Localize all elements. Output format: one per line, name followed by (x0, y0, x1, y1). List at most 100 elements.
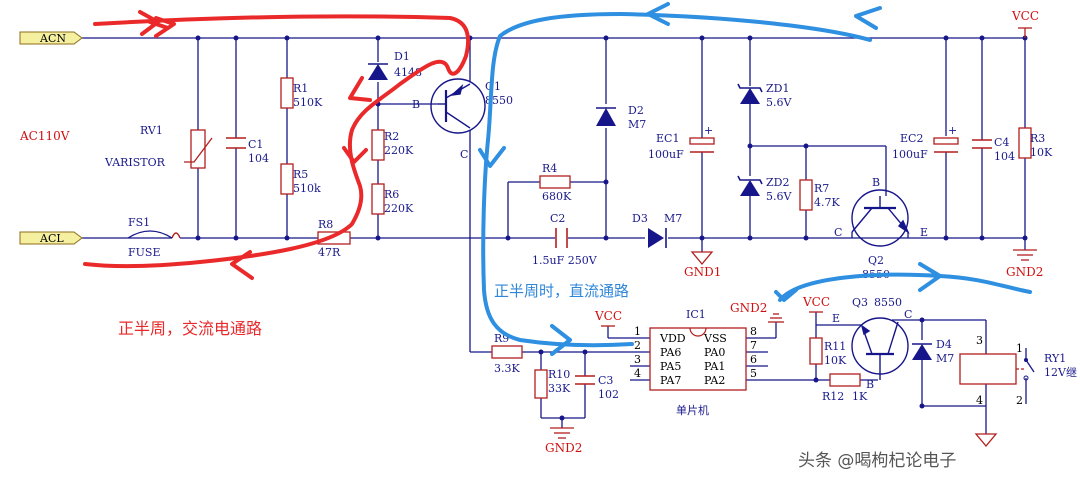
c2-capacitor (555, 228, 568, 248)
r9-value: 3.3K (494, 362, 520, 375)
fs1-value: FUSE (128, 246, 160, 259)
gnd1-label: GND1 (684, 265, 721, 279)
ic1-pin-vdd: VDD (659, 332, 686, 345)
r5-value: 510k (293, 182, 321, 195)
c3-capacitor (575, 375, 595, 385)
vcc-symbol-top: VCC (1011, 9, 1039, 38)
ic1-pin-num-6: 6 (750, 353, 757, 366)
c1-value: 104 (248, 152, 269, 165)
ic1-pin-num-2: 2 (634, 339, 641, 352)
d4-diode (912, 343, 932, 360)
q3-pin-b: B (866, 378, 874, 391)
ic1-pin-pa6: PA6 (660, 346, 681, 359)
zd2-ref: ZD2 (766, 176, 789, 189)
d1-diode (368, 63, 388, 80)
r7-resistor (799, 179, 813, 211)
c1-capacitor (226, 137, 246, 149)
r8-value: 47R (318, 246, 341, 259)
r1-resistor (280, 77, 294, 109)
ic1-ref: IC1 (686, 308, 706, 321)
r7-value: 4.7K (814, 196, 840, 209)
r7-ref: R7 (814, 182, 829, 195)
ic1-pin-pa5: PA5 (660, 360, 681, 373)
d4-ref: D4 (936, 338, 952, 351)
ic1-pin-pa7: PA7 (660, 374, 681, 387)
zd1-value: 5.6V (766, 96, 792, 109)
d2-diode (596, 107, 616, 126)
ic1-left-pins: VDD PA6 PA5 PA7 1 2 3 4 (634, 325, 686, 387)
c3-ref: C3 (598, 374, 613, 387)
vcc-label-ic: VCC (594, 309, 622, 323)
c2-ref: C2 (550, 212, 565, 225)
ac-current-path (83, 10, 470, 280)
ic1-pin-pa1: PA1 (704, 360, 725, 373)
zd2-value: 5.6V (766, 190, 792, 203)
junctions (195, 35, 1028, 421)
r3-value: 10K (1030, 146, 1053, 159)
ec2-capacitor: + (933, 124, 959, 153)
ac-path-annotation: 正半周，交流电通路 (118, 319, 262, 338)
wires (82, 37, 1026, 434)
r8-ref: R8 (318, 218, 333, 231)
r6-value: 220K (384, 202, 414, 215)
rv1-varistor: RV1 VARISTOR (104, 124, 213, 169)
r10-ref: R10 (548, 368, 570, 381)
q3-ref: Q3 (852, 296, 868, 309)
r12-ref: R12 (822, 390, 844, 403)
q2-transistor (851, 189, 910, 247)
net-port-acl: ACL (19, 231, 83, 245)
watermark: 头条 @喝枸杞论电子 (798, 451, 956, 471)
ic1-pin-num-1: 1 (634, 325, 641, 338)
q3-transistor (851, 317, 909, 380)
r12-resistor (829, 373, 861, 387)
d1-ref: D1 (394, 50, 410, 63)
vcc-label-top: VCC (1011, 9, 1039, 23)
rv1-value: VARISTOR (104, 156, 166, 169)
fs1-ref: FS1 (128, 216, 150, 229)
vcc-symbol-ic: VCC (594, 309, 622, 327)
dc-current-path (478, 2, 1032, 356)
r8-resistor (317, 231, 351, 245)
ic1-pin-num-7: 7 (750, 339, 757, 352)
r11-resistor (809, 337, 823, 365)
ic1-pin-pa2: PA2 (704, 374, 725, 387)
r10-resistor (534, 369, 548, 399)
r1-value: 510K (293, 96, 323, 109)
r3-ref: R3 (1030, 132, 1045, 145)
ic1-pin-num-5: 5 (750, 367, 757, 380)
gnd2-right-symbol (1013, 249, 1037, 261)
r2-resistor (371, 129, 385, 161)
ic1-pin-num-8: 8 (750, 325, 757, 338)
fs1-fuse (171, 232, 181, 239)
ec1-ref: EC1 (656, 132, 679, 145)
r6-resistor (371, 183, 385, 215)
ec1-plus: + (704, 124, 713, 137)
r3-resistor (1018, 127, 1032, 159)
d4-value: M7 (936, 352, 954, 365)
r10-value: 33K (548, 382, 571, 395)
ic1-name: 单片机 (676, 403, 709, 417)
q2-pin-b: B (872, 176, 880, 189)
ec2-plus: + (948, 124, 957, 137)
net-port-acn: ACN (19, 31, 83, 45)
r4-value: 680K (542, 190, 572, 203)
ec2-value: 100uF (892, 148, 928, 161)
q2-ref: Q2 (868, 254, 884, 267)
ry1-ref: RY1 (1044, 352, 1066, 365)
d2-ref: D2 (628, 104, 644, 117)
r5-resistor (280, 163, 294, 195)
q1-transistor (430, 78, 486, 134)
vcc-label-q3: VCC (802, 295, 830, 309)
d3-ref: D3 (632, 212, 648, 225)
ac110v-label: AC110V (19, 129, 70, 143)
c4-ref: C4 (994, 136, 1009, 149)
ry1-value: 12V继 (1044, 366, 1077, 379)
ry1-relay (959, 348, 1035, 404)
d2-value: M7 (628, 118, 646, 131)
ry1-pin-4: 4 (976, 394, 983, 407)
zd1-ref: ZD1 (766, 82, 789, 95)
r4-resistor (539, 175, 571, 189)
dc-path-annotation: 正半周时，直流通路 (494, 282, 629, 300)
d3-value: M7 (664, 212, 682, 225)
